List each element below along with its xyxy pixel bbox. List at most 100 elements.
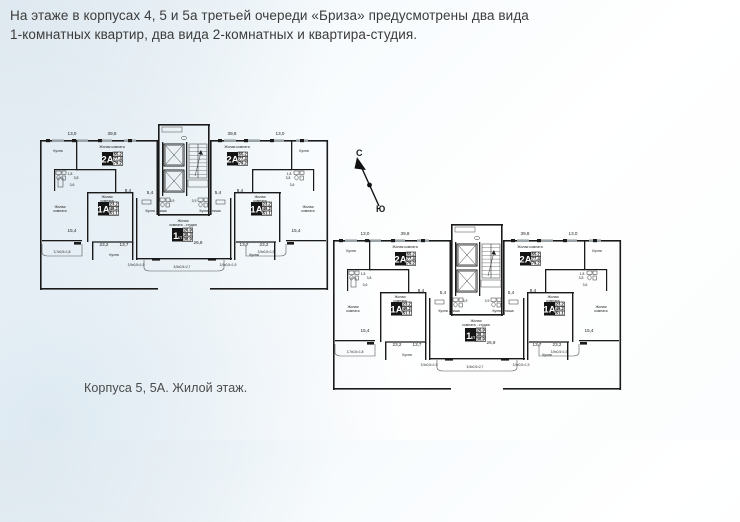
compass-arrow-icon [354,157,380,207]
bathroom-fixtures [159,197,171,208]
svg-text:8,4: 8,4 [418,288,425,293]
svg-text:2А: 2А [226,155,238,166]
svg-text:ст: ст [178,235,182,240]
svg-text:Жилая: Жилая [254,195,265,199]
svg-text:Жилая: Жилая [101,195,112,199]
elevator-shaft [163,143,185,167]
svg-text:23,2: 23,2 [100,242,109,247]
svg-text:Кухня: Кухня [346,249,355,253]
svg-text:Жилая: Жилая [54,205,65,209]
svg-text:3,6: 3,6 [70,183,75,187]
compass-south-label: Ю [376,204,386,214]
plan-caption: Корпуса 5, 5А. Жилой этаж. [84,381,248,395]
bathroom-fixtures [293,170,305,181]
svg-text:комната: комната [393,299,406,303]
svg-text:3,8: 3,8 [367,276,372,280]
svg-text:39,8: 39,8 [401,231,410,236]
bathroom-fixtures [55,170,67,181]
svg-text:Кухня: Кухня [592,249,601,253]
svg-text:77,4: 77,4 [532,256,541,261]
svg-text:комната: комната [301,209,314,213]
elevator-shaft [163,169,185,193]
svg-text:8,4: 8,4 [530,288,537,293]
svg-text:5,4: 5,4 [215,190,222,195]
svg-text:3,9: 3,9 [192,199,197,203]
svg-text:3,6: 3,6 [290,183,295,187]
svg-text:Жилая: Жилая [470,319,481,323]
svg-text:23,2: 23,2 [403,301,412,306]
svg-text:26,9: 26,9 [184,227,193,232]
svg-text:23,2: 23,2 [393,342,402,347]
svg-text:15,4: 15,4 [361,328,370,333]
svg-text:1А: 1А [250,205,262,216]
svg-text:комната: комната [53,209,66,213]
svg-text:Кухня: Кухня [299,149,308,153]
svg-text:комната: комната [546,299,559,303]
svg-text:5,4: 5,4 [147,190,154,195]
svg-text:49,2: 49,2 [556,306,565,311]
svg-text:23,2: 23,2 [553,342,562,347]
svg-text:23,2: 23,2 [260,242,269,247]
bathroom-fixtures [452,297,464,308]
svg-text:5,4: 5,4 [440,290,447,295]
svg-text:77,4: 77,4 [239,156,248,161]
svg-text:15,4: 15,4 [585,328,594,333]
svg-text:3,9х0,5=1,9: 3,9х0,5=1,9 [551,350,568,354]
svg-text:3,8: 3,8 [286,176,291,180]
svg-text:38,3: 38,3 [477,332,486,337]
svg-text:26,9: 26,9 [487,340,496,345]
svg-text:Кухня: Кухня [249,253,258,257]
svg-text:13,7: 13,7 [240,242,249,247]
svg-text:23,2: 23,2 [556,301,565,306]
svg-text:13,7: 13,7 [120,242,129,247]
svg-text:38,3: 38,3 [184,232,193,237]
svg-text:51,1: 51,1 [110,210,119,215]
svg-text:79,2: 79,2 [407,260,416,265]
svg-text:55,2: 55,2 [407,251,416,256]
svg-text:1А: 1А [543,305,555,316]
svg-text:49,2: 49,2 [110,206,119,211]
svg-text:Кухня: Кухня [402,353,411,357]
svg-text:Кухня: Кухня [53,149,62,153]
svg-text:55,2: 55,2 [532,251,541,256]
svg-text:79,2: 79,2 [114,160,123,165]
svg-text:комната: комната [594,309,607,313]
compass-rose: С Ю [345,148,403,218]
svg-text:13,0: 13,0 [68,131,77,136]
svg-text:комната - студия: комната - студия [462,323,489,327]
svg-text:13,0: 13,0 [276,131,285,136]
svg-text:55,2: 55,2 [114,151,123,156]
svg-text:26,9: 26,9 [194,240,203,245]
svg-text:2А: 2А [101,155,113,166]
svg-text:13,7: 13,7 [413,342,422,347]
svg-text:Жилая: Жилая [595,305,606,309]
svg-text:77,4: 77,4 [407,256,416,261]
svg-text:8,4: 8,4 [237,188,244,193]
svg-text:2А: 2А [519,255,531,266]
svg-text:5,5х0,5=2,7: 5,5х0,5=2,7 [174,265,191,269]
svg-text:3,9х0,5=1,9: 3,9х0,5=1,9 [220,263,237,267]
svg-text:Кухня - ниша: Кухня - ниша [145,209,166,213]
svg-text:79,2: 79,2 [239,160,248,165]
svg-text:23,2: 23,2 [110,201,119,206]
svg-text:Жилая: Жилая [302,205,313,209]
svg-text:Жилая комната: Жилая комната [99,145,124,149]
compass-north-label: С [356,148,363,158]
svg-text:1А: 1А [97,205,109,216]
svg-text:55,2: 55,2 [239,151,248,156]
svg-text:1,8: 1,8 [287,172,292,176]
svg-text:3,7х0,5=1,8: 3,7х0,5=1,8 [54,250,71,254]
svg-text:Жилая комната: Жилая комната [392,245,417,249]
svg-text:Жилая: Жилая [177,219,188,223]
svg-text:1,8: 1,8 [580,272,585,276]
svg-text:3,9х0,5=1,9: 3,9х0,5=1,9 [258,250,275,254]
